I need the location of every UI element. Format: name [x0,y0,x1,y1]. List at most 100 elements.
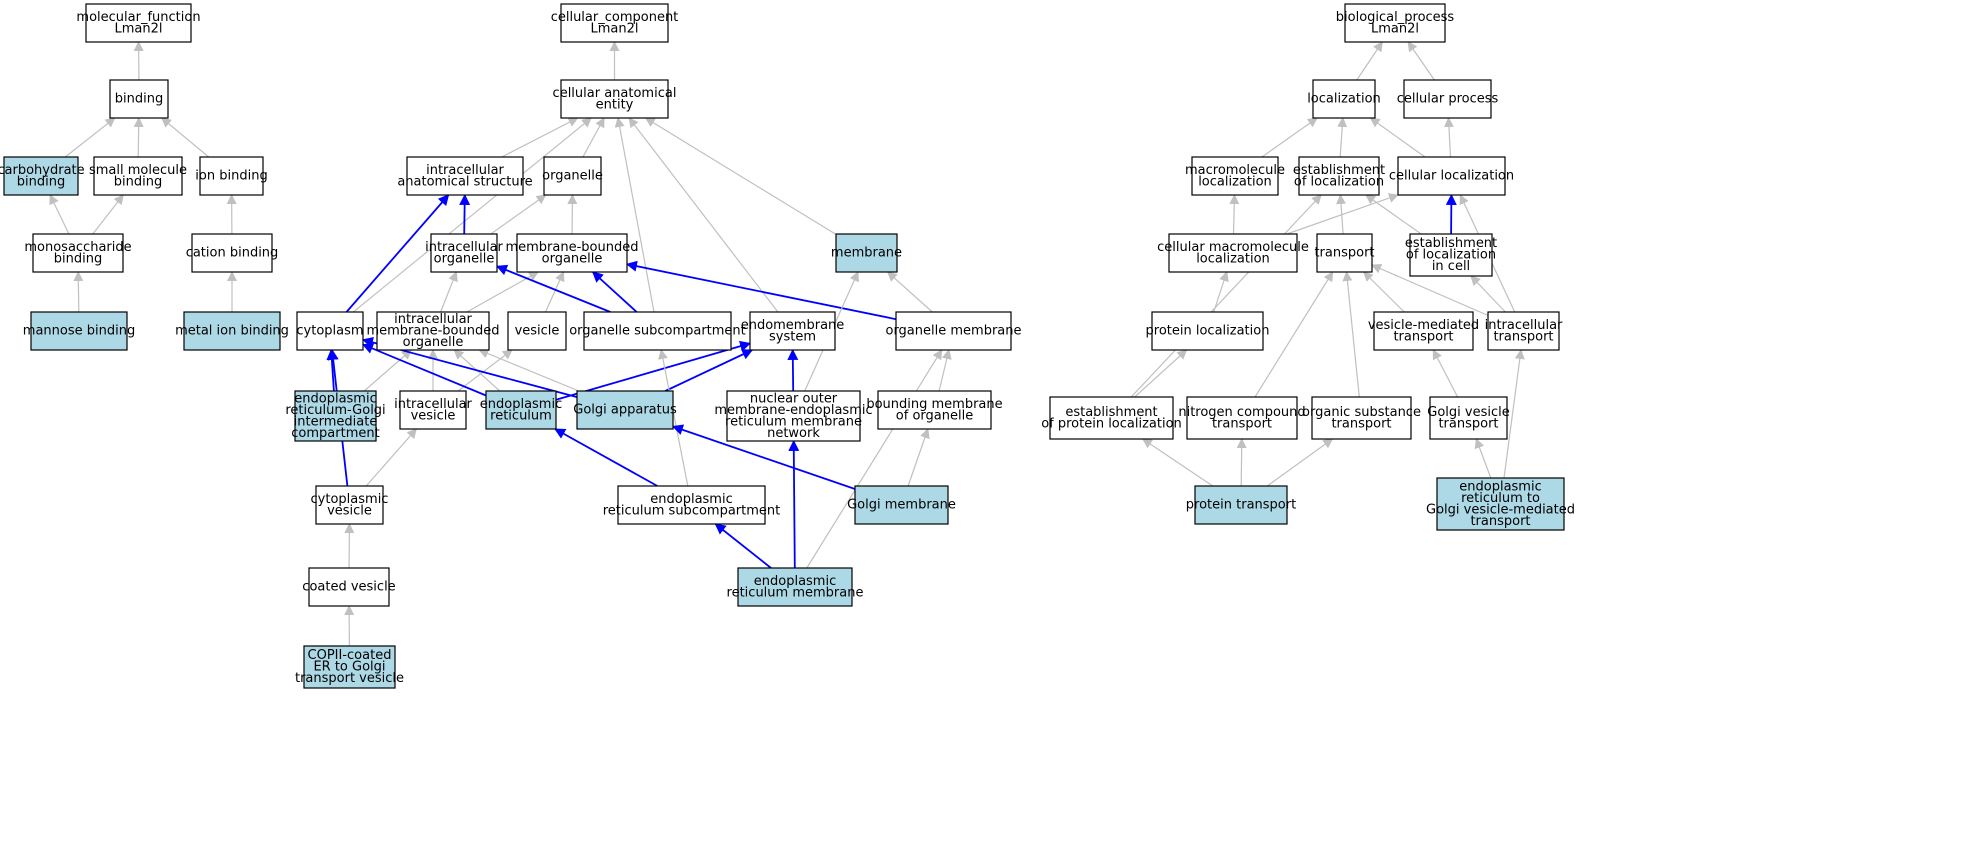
node-ergic[interactable]: endoplasmicreticulum-Golgiintermediateco… [285,390,386,442]
node-label-line: network [767,426,820,441]
edge-cytoplasm-to-intracellular_anatomical_structure [345,194,450,313]
edge-cellular_localization-to-cellular_process [1443,117,1454,158]
node-box [1298,156,1380,196]
node-label-line: organelle [542,169,603,184]
edge-vesicle-to-membrane_bounded_organelle [544,271,565,313]
node-box [399,390,467,430]
node-localization[interactable]: localization [1307,79,1381,119]
node-binding[interactable]: binding [109,79,169,119]
node-label-line: organelle [403,335,464,350]
node-organelle-subcompartment[interactable]: organelle subcompartment [569,311,746,351]
node-metal-ion-binding[interactable]: metal ion binding [175,311,289,351]
edge-intracellular_transport-to-transport [1371,264,1489,317]
node-box [835,233,898,273]
edge-ergic-to-intracellular_mbo [363,349,412,392]
node-membrane[interactable]: membrane [831,233,902,273]
node-label-line: organic substance [1302,405,1421,420]
edge-protein_localization-to-cellular_macromolecule_localization [1213,271,1229,313]
edge-intracellular_mbo-to-intracellular_organelle [440,271,458,313]
node-label-line: organelle [434,251,495,266]
edge-cellular_process-to-bp_root [1407,41,1435,81]
node-mannose-binding[interactable]: mannose binding [23,311,135,351]
node-label-line: intracellular [426,163,504,178]
node-label-line: reticulum-Golgi [285,403,385,418]
edge-cellular_localization-to-localization [1369,117,1426,158]
edge-bounding_membrane-to-organelle_membrane [938,349,952,392]
node-box [32,233,124,273]
node-label-line: transport [1314,246,1374,261]
edge-vesicle_mediated_transport-to-transport [1362,271,1405,313]
edge-establishment_protein_localization-to-protein_localization [1134,349,1188,398]
node-label-line: reticulum subcompartment [603,503,781,518]
edge-organelle-to-cellular_anatomical_entity [582,117,605,158]
node-organelle[interactable]: organelle [542,156,603,196]
node-label-line: organelle [542,251,603,266]
node-protein-transport[interactable]: protein transport [1186,485,1296,525]
node-organelle-membrane[interactable]: organelle membrane [885,311,1022,351]
edge-monosaccharide_binding-to-small_molecule_binding [92,194,124,235]
node-ion-binding[interactable]: ion binding [195,156,268,196]
node-cation-binding[interactable]: cation binding [186,233,279,273]
node-label-line: vesicle [515,324,560,339]
node-cytoplasm[interactable]: cytoplasm [296,311,364,351]
node-label-line: monosaccharide [24,240,131,255]
node-label-line: binding [115,92,163,107]
node-golgi-membrane[interactable]: Golgi membrane [847,485,956,525]
node-box [30,311,128,351]
edge-endoplasmic_reticulum-to-cytoplasm [361,343,487,397]
node-box [1373,311,1474,351]
node-label-line: intracellular [425,240,503,255]
edge-establishment_localization_cell-to-establishment_of_localization [1365,194,1422,235]
node-coated-vesicle[interactable]: coated vesicle [302,567,396,607]
node-protein-localization[interactable]: protein localization [1146,311,1270,351]
node-nuclear-outer-membrane[interactable]: nuclear outermembrane-endoplasmicreticul… [714,390,873,442]
node-box [726,390,861,442]
node-cellular-localization[interactable]: cellular localization [1389,156,1514,196]
node-vesicle[interactable]: vesicle [507,311,567,351]
node-label-line: entity [596,97,634,112]
node-box [1168,233,1298,273]
edge-small_molecule_binding-to-binding [133,117,144,158]
node-cellular-process[interactable]: cellular process [1397,79,1499,119]
node-label-line: carbohydrate [0,163,85,178]
node-label-line: endoplasmic [650,492,732,507]
node-box [543,156,602,196]
node-label-line: transport [1393,329,1453,344]
node-box [516,233,628,273]
node-golgi-apparatus[interactable]: Golgi apparatus [573,390,677,430]
node-transport[interactable]: transport [1314,233,1375,273]
node-label-line: localization [1198,174,1272,189]
edge-golgi_vesicle_transport-to-vesicle_mediated_transport [1432,349,1459,398]
